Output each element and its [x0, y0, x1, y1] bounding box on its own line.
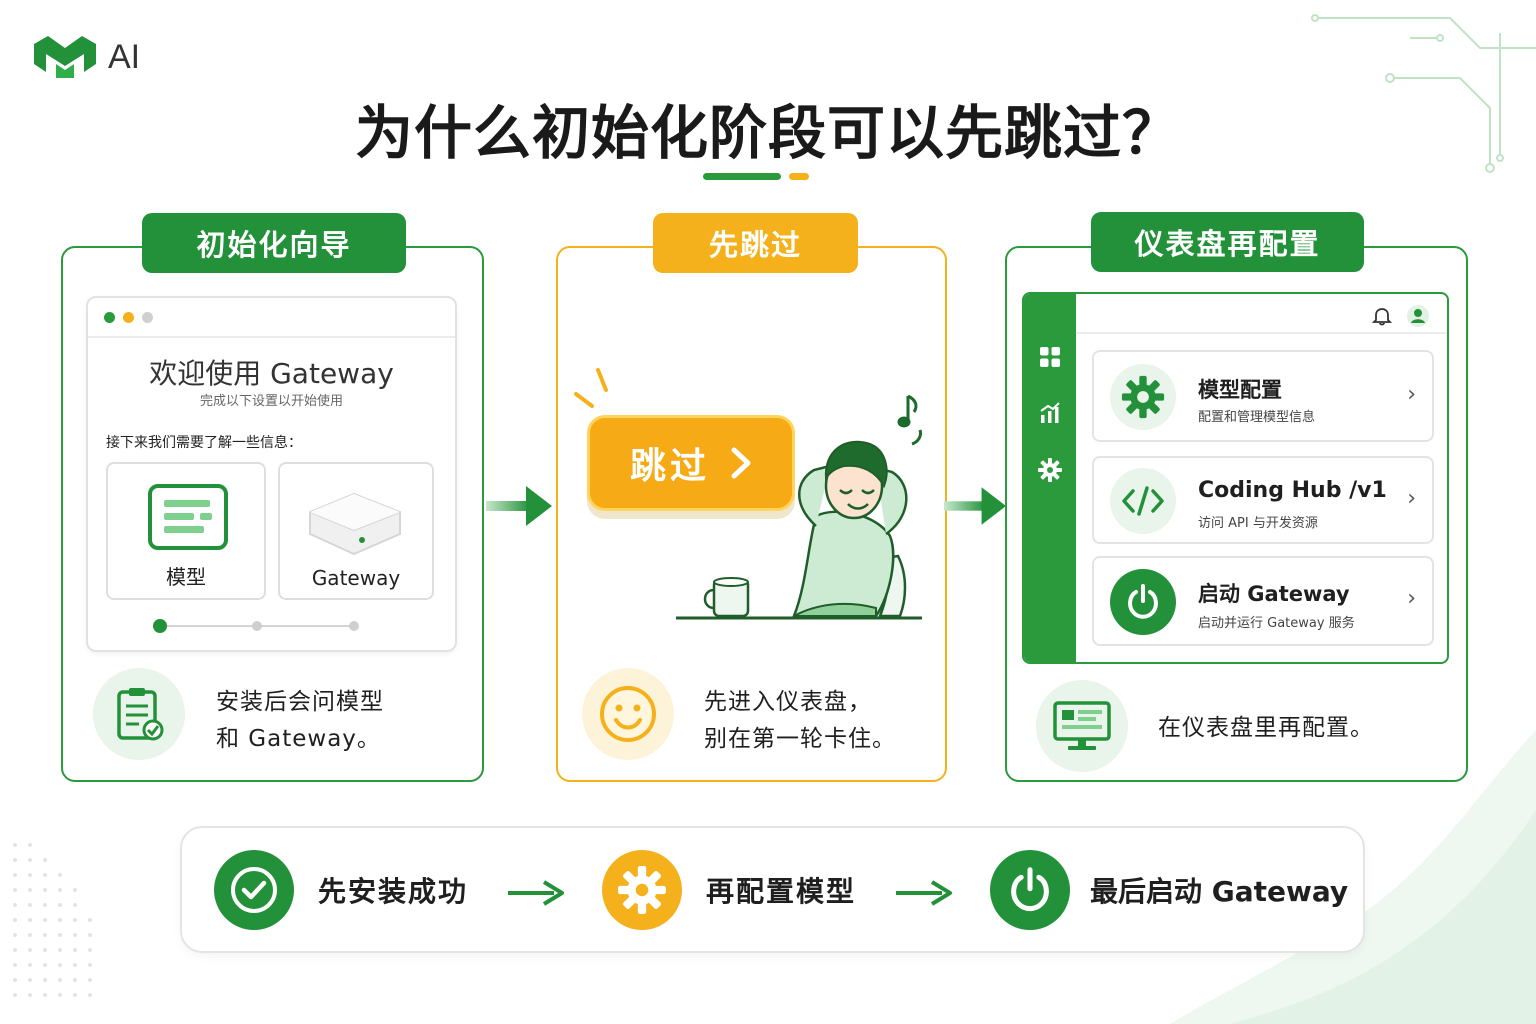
wizard-option-model-label: 模型 — [166, 565, 206, 589]
wizard-window-titlebar — [88, 298, 455, 338]
skip-note-line-1: 先进入仪表盘， — [704, 689, 872, 715]
chevron-right-icon: › — [1407, 382, 1416, 407]
page-title: 为什么初始化阶段可以先跳过？ — [354, 99, 1181, 167]
wizard-subtitle: 完成以下设置以开始使用 — [199, 394, 343, 409]
user-avatar-icon[interactable] — [1406, 304, 1430, 328]
wizard-note: 安装后会问模型 和 Gateway。 — [216, 684, 384, 758]
dashboard-window: 模型配置 配置和管理模型信息 › Coding Hub /v1 访问 API 与… — [1022, 292, 1449, 664]
panel-dashboard-tag: 仪表盘再配置 — [1091, 212, 1364, 272]
wizard-option-gateway-label: Gateway — [311, 566, 401, 590]
title-underline-yellow — [789, 173, 809, 180]
window-dot-green[interactable] — [104, 311, 115, 323]
dashboard-sidebar — [1024, 294, 1076, 662]
clipboard-check-icon — [93, 668, 185, 760]
music-note-icon — [897, 394, 922, 446]
circuit-decoration — [1311, 14, 1536, 173]
chevron-right-icon: › — [1407, 586, 1416, 611]
card-start-gateway-subtitle: 启动并运行 Gateway 服务 — [1198, 616, 1355, 631]
bell-icon[interactable] — [1372, 306, 1392, 326]
card-coding-hub-title: Coding Hub /v1 — [1198, 478, 1387, 503]
card-model-config-subtitle: 配置和管理模型信息 — [1198, 410, 1316, 425]
chevron-right-icon — [731, 447, 751, 479]
chevron-right-icon: › — [1407, 486, 1416, 511]
monitor-icon — [1036, 680, 1128, 772]
arrow-right-icon — [896, 880, 952, 906]
grid-icon[interactable] — [1039, 346, 1061, 368]
wizard-window: 欢迎使用 Gateway 完成以下设置以开始使用 接下来我们需要了解一些信息： … — [86, 296, 457, 652]
dashboard-card-model-config[interactable]: 模型配置 配置和管理模型信息 › — [1092, 350, 1434, 442]
arrow-right-icon — [944, 487, 1006, 525]
wave-decoration — [1170, 730, 1536, 1024]
flow-step-1-label: 先安装成功 — [318, 875, 469, 908]
check-circle-icon — [214, 850, 294, 930]
flow-summary-bar — [180, 826, 1365, 953]
skip-note-line-2: 别在第一轮卡住。 — [704, 726, 896, 752]
flow-step-3-label: 最后启动 Gateway — [1090, 875, 1349, 908]
gear-icon — [602, 850, 682, 930]
relaxed-person-illustration — [676, 394, 922, 620]
model-card-icon — [148, 484, 228, 550]
gateway-device-icon — [309, 492, 401, 556]
code-icon — [1110, 468, 1176, 534]
panel-wizard-tag: 初始化向导 — [142, 213, 406, 273]
wizard-progress-steps — [153, 619, 359, 633]
progress-step-1[interactable] — [153, 619, 167, 633]
title-underline-green — [703, 173, 781, 180]
brand-logo-text: AI — [108, 37, 141, 76]
progress-step-2[interactable] — [252, 621, 262, 631]
skip-button-label: 跳过 — [629, 446, 710, 487]
sparkle-icon — [574, 368, 608, 408]
arrow-right-icon — [508, 880, 564, 906]
wizard-title: 欢迎使用 Gateway — [149, 357, 394, 390]
skip-note: 先进入仪表盘， 别在第一轮卡住。 — [704, 684, 896, 758]
wizard-note-line-1: 安装后会问模型 — [216, 689, 384, 715]
power-icon — [1110, 569, 1176, 635]
brand-logo-icon — [34, 36, 96, 78]
brand-logo[interactable]: AI — [32, 34, 140, 80]
wizard-option-gateway[interactable]: Gateway — [278, 462, 434, 600]
dashboard-note: 在仪表盘里再配置。 — [1158, 715, 1374, 741]
progress-step-3[interactable] — [349, 621, 359, 631]
chart-icon[interactable] — [1039, 402, 1061, 424]
gear-icon — [1110, 364, 1176, 430]
dashboard-card-coding-hub[interactable]: Coding Hub /v1 访问 API 与开发资源 › — [1092, 456, 1434, 544]
dot-grid-decoration — [13, 843, 92, 997]
card-model-config-title: 模型配置 — [1198, 378, 1282, 402]
gear-icon[interactable] — [1038, 458, 1062, 482]
window-dot-yellow[interactable] — [123, 311, 134, 323]
window-dot-gray[interactable] — [142, 311, 153, 323]
arrow-right-icon — [486, 486, 552, 526]
wizard-option-model[interactable]: 模型 — [106, 462, 266, 600]
wizard-note-line-2: 和 Gateway。 — [216, 726, 381, 752]
card-coding-hub-subtitle: 访问 API 与开发资源 — [1198, 516, 1318, 531]
dashboard-topbar — [1076, 294, 1447, 334]
coffee-mug-icon — [703, 577, 750, 618]
flow-step-2-label: 再配置模型 — [706, 875, 857, 908]
smiley-icon — [582, 668, 674, 760]
wizard-question: 接下来我们需要了解一些信息： — [106, 435, 302, 451]
card-start-gateway-title: 启动 Gateway — [1198, 582, 1350, 606]
dashboard-card-start-gateway[interactable]: 启动 Gateway 启动并运行 Gateway 服务 › — [1092, 556, 1434, 646]
panel-skip-tag: 先跳过 — [653, 213, 858, 273]
skip-button[interactable]: 跳过 — [587, 415, 795, 511]
power-icon — [990, 850, 1070, 930]
